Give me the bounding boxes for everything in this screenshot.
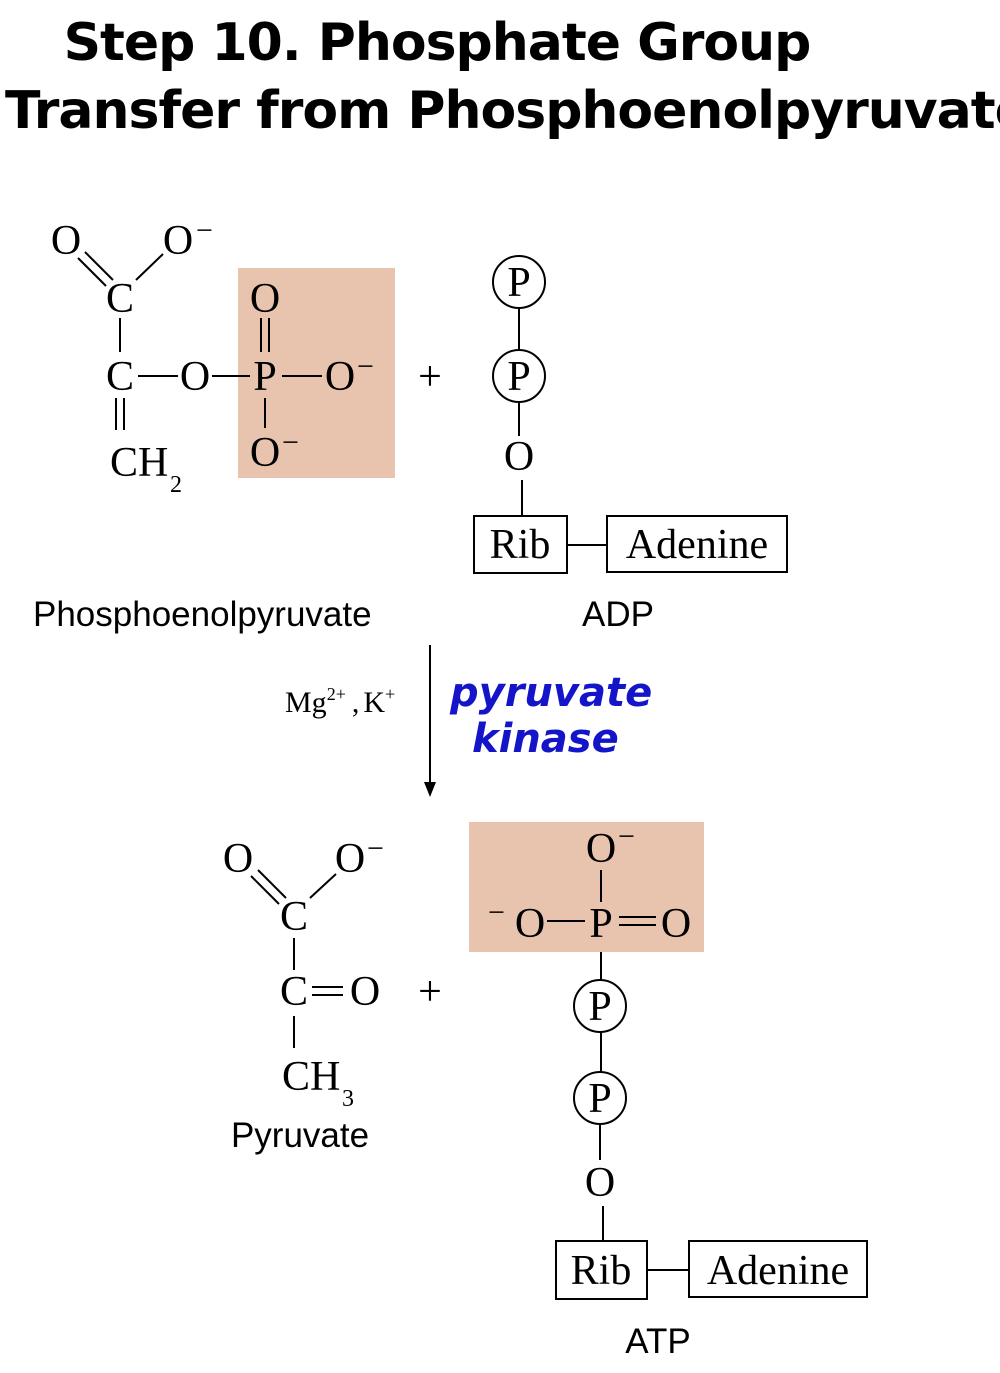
phosphate-p: P	[588, 984, 611, 1030]
phosphoenolpyruvate-structure: O O − C C O P O − O O − CH 2	[51, 214, 395, 498]
atom-o: O	[250, 276, 280, 322]
label-atp: ATP	[625, 1322, 690, 1361]
atom-o: O	[515, 901, 545, 947]
pyruvate-structure: O O − C C O CH 3	[223, 832, 384, 1112]
ribose-box: Rib	[490, 522, 551, 568]
atom-o: O	[325, 354, 355, 400]
phosphate-p: P	[507, 260, 530, 306]
atom-o: O	[163, 218, 193, 264]
atom-o: O	[51, 218, 81, 264]
adp-structure: P P O Rib Adenine	[473, 255, 788, 574]
atom-c: C	[106, 276, 134, 322]
plus-sign: +	[418, 354, 442, 400]
title-line-1: Step 10. Phosphate Group	[64, 13, 811, 73]
atom-o: O	[661, 901, 691, 947]
enzyme-name-line-1: pyruvate	[449, 670, 652, 716]
phosphate-highlight	[469, 822, 704, 952]
atom-o: O	[504, 434, 534, 480]
label-pyruvate: Pyruvate	[231, 1116, 369, 1155]
phosphate-p: P	[507, 354, 530, 400]
phosphate-highlight	[238, 268, 395, 478]
atom-o: O	[350, 969, 380, 1015]
charge: −	[282, 426, 299, 459]
phosphate-p: P	[588, 1076, 611, 1122]
adenine-box: Adenine	[707, 1248, 849, 1294]
label-adp: ADP	[582, 595, 654, 634]
label-phosphoenolpyruvate: Phosphoenolpyruvate	[33, 595, 372, 634]
atom-p: P	[589, 901, 612, 947]
subscript: 3	[342, 1086, 354, 1112]
atom-ch: CH	[110, 440, 168, 486]
charge: −	[367, 832, 384, 865]
enzyme-name-line-2: kinase	[472, 716, 619, 762]
atom-p: P	[253, 354, 276, 400]
charge: −	[357, 350, 374, 383]
charge: −	[618, 820, 635, 853]
subscript: 2	[170, 472, 182, 498]
atom-c: C	[280, 894, 308, 940]
charge: −	[488, 896, 505, 929]
title-line-2: Transfer from Phosphoenolpyruvate	[5, 81, 1000, 141]
ribose-box: Rib	[571, 1248, 632, 1294]
atom-o: O	[223, 836, 253, 882]
reaction-arrow	[424, 645, 436, 797]
charge: −	[196, 214, 213, 247]
atom-o: O	[180, 354, 210, 400]
atom-c: C	[106, 354, 134, 400]
atom-o: O	[585, 1160, 615, 1206]
atom-o: O	[335, 836, 365, 882]
atom-ch: CH	[282, 1054, 340, 1100]
atom-o: O	[586, 826, 616, 872]
atom-o: O	[250, 430, 280, 476]
atom-c: C	[280, 969, 308, 1015]
cofactors: Mg2+,K+	[285, 684, 395, 719]
atp-structure: O − − O P O P P O Rib Adenine	[469, 820, 868, 1300]
plus-sign: +	[418, 969, 442, 1015]
adenine-box: Adenine	[626, 522, 768, 568]
